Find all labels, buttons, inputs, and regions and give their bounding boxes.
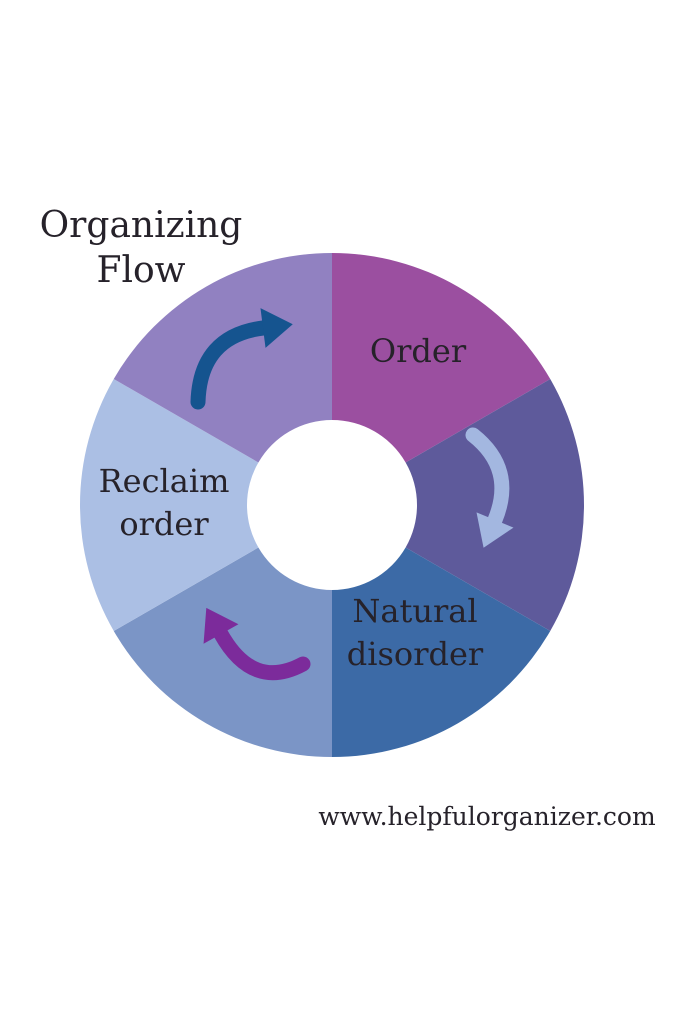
segment-label-natural-line1: Natural: [352, 592, 478, 630]
wheel-segment-reclaim-to-order-transition: [113, 253, 332, 463]
segment-label-reclaim-line2: order: [119, 505, 209, 543]
flow-arrow-reclaim-to-order-icon: [190, 308, 293, 410]
diagram-title-line1: Organizing: [39, 205, 243, 246]
organizing-flow-wheel: [79, 253, 585, 757]
diagram-title: Organizing Flow: [36, 203, 246, 293]
flow-arrows: [190, 308, 514, 681]
wheel-segments: [79, 253, 585, 757]
website-url: www.helpfulorganizer.com: [318, 802, 656, 831]
wheel-segment-reclaim-order: [79, 379, 259, 631]
wheel-segment-natural-disorder: [332, 547, 551, 757]
wheel-segment-disorder-to-reclaim-transition: [113, 547, 332, 757]
segment-label-natural-disorder: Natural disorder: [320, 590, 510, 676]
segment-label-reclaim-line1: Reclaim: [98, 462, 230, 500]
flow-arrow-disorder-to-reclaim-icon: [203, 607, 311, 681]
segment-label-order: Order: [348, 330, 488, 373]
segment-label-order-text: Order: [369, 332, 467, 370]
segment-label-natural-line2: disorder: [346, 635, 484, 673]
flow-arrow-order-to-disorder-icon: [465, 427, 514, 548]
diagram-title-line2: Flow: [96, 250, 186, 291]
wheel-segment-order: [332, 253, 551, 463]
segment-label-reclaim-order: Reclaim order: [79, 460, 249, 546]
